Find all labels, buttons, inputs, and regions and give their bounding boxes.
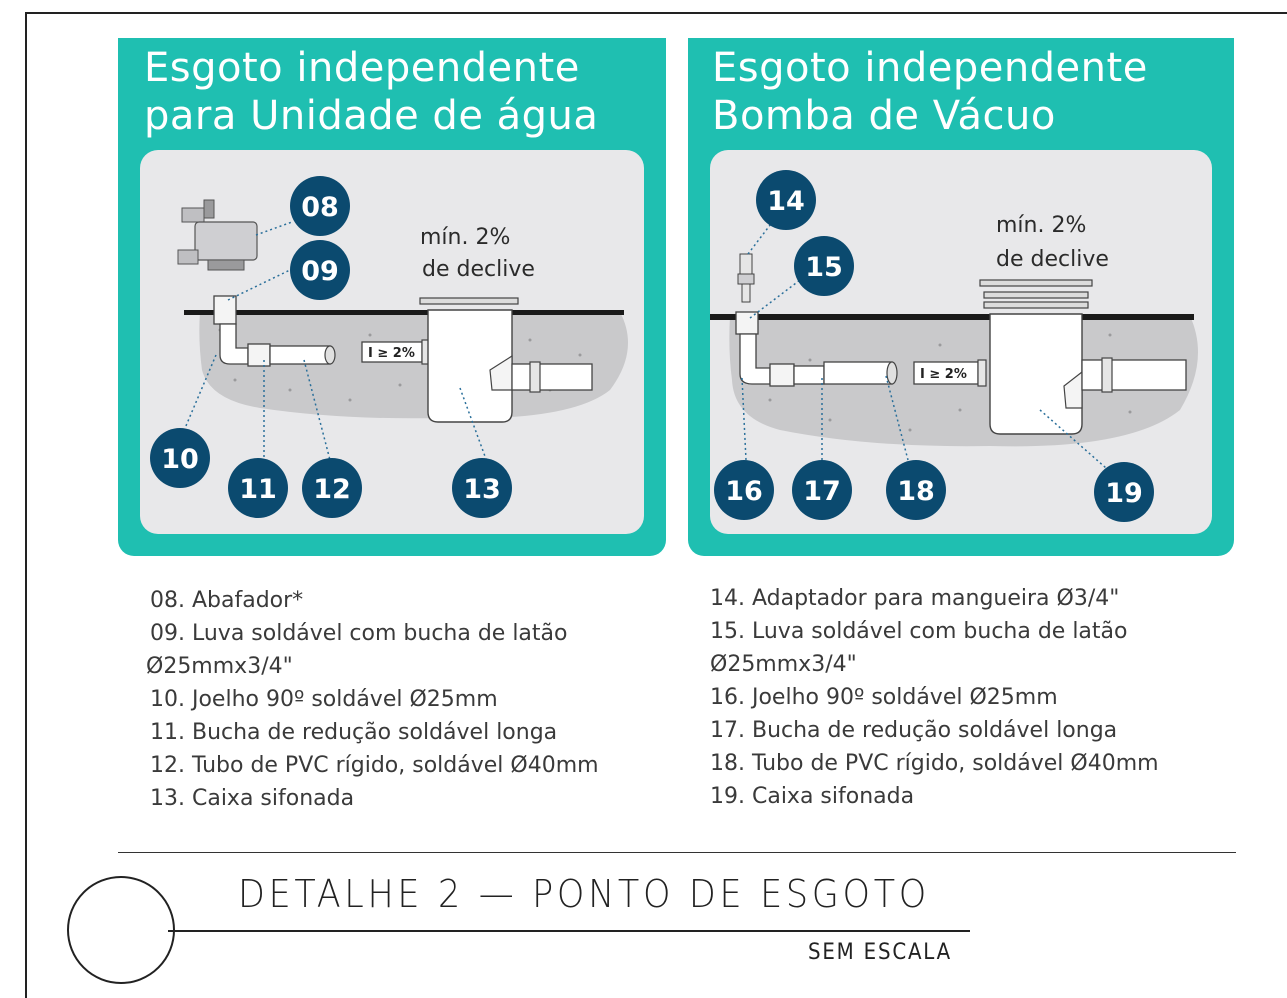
title-line-2: para Unidade de água bbox=[144, 93, 599, 139]
legend-item: 13. Caixa sifonada bbox=[150, 786, 355, 811]
svg-text:17: 17 bbox=[803, 476, 841, 507]
soil bbox=[199, 312, 629, 419]
badge-11: 11 bbox=[228, 458, 288, 518]
panel-water-unit: Esgoto independente para Unidade de água bbox=[118, 38, 666, 556]
legend-item: Ø25mmx3/4" bbox=[146, 654, 293, 679]
separator-line bbox=[118, 852, 1236, 853]
panel-title: Esgoto independente para Unidade de água bbox=[144, 44, 598, 140]
panel-title: Esgoto independente Bomba de Vácuo bbox=[712, 44, 1148, 140]
title-line-2: Bomba de Vácuo bbox=[712, 93, 1056, 139]
badge-19: 19 bbox=[1094, 462, 1154, 522]
legend-item: 10. Joelho 90º soldável Ø25mm bbox=[150, 687, 498, 712]
svg-text:09: 09 bbox=[301, 256, 339, 287]
title-line-1: Esgoto independente bbox=[712, 45, 1148, 91]
detail-reference-circle bbox=[67, 876, 175, 984]
svg-text:16: 16 bbox=[725, 476, 763, 507]
title-line-1: Esgoto independente bbox=[144, 45, 580, 91]
legend-item: Ø25mmx3/4" bbox=[710, 652, 857, 677]
badge-18: 18 bbox=[886, 460, 946, 520]
legend-item: 16. Joelho 90º soldável Ø25mm bbox=[710, 685, 1058, 710]
title-underline bbox=[168, 930, 970, 932]
svg-text:15: 15 bbox=[805, 252, 843, 283]
badge-08: 08 bbox=[290, 176, 350, 236]
svg-text:13: 13 bbox=[463, 474, 501, 505]
leader-lines bbox=[741, 211, 1107, 469]
legend-vacuum-pump: 14. Adaptador para mangueira Ø3/4" 15. L… bbox=[710, 582, 1159, 813]
badge-10: 10 bbox=[150, 428, 210, 488]
pipe-assembly: I ≥ 2% bbox=[213, 295, 431, 367]
badge-14: 14 bbox=[756, 170, 816, 230]
drawing-frame-left bbox=[25, 12, 27, 998]
slope-tag: I ≥ 2% bbox=[368, 346, 415, 361]
floor-line bbox=[710, 314, 1194, 320]
svg-text:08: 08 bbox=[301, 192, 339, 223]
slope-text-line-2: de declive bbox=[422, 257, 535, 282]
badge-12: 12 bbox=[302, 458, 362, 518]
floor-line bbox=[184, 310, 624, 315]
legend-item: 08. Abafador* bbox=[150, 588, 304, 613]
svg-text:18: 18 bbox=[897, 476, 935, 507]
installation-diagram: I ≥ 2% mín. 2% de declive bbox=[710, 150, 1212, 534]
slope-tag: I ≥ 2% bbox=[920, 367, 967, 382]
badge-16: 16 bbox=[714, 460, 774, 520]
svg-text:10: 10 bbox=[161, 444, 199, 475]
legend-item: 14. Adaptador para mangueira Ø3/4" bbox=[710, 586, 1120, 611]
badge-09: 09 bbox=[290, 240, 350, 300]
badge-13: 13 bbox=[452, 458, 512, 518]
svg-text:19: 19 bbox=[1105, 478, 1143, 509]
legend-item: 18. Tubo de PVC rígido, soldável Ø40mm bbox=[710, 751, 1159, 776]
detail-title: DETALHE 2 — PONTO DE ESGOTO bbox=[238, 872, 930, 916]
floor-drain-box bbox=[419, 297, 593, 423]
legend-item: 15. Luva soldável com bucha de latão bbox=[710, 619, 1128, 644]
legend-item: 19. Caixa sifonada bbox=[710, 784, 915, 809]
svg-text:11: 11 bbox=[239, 474, 277, 505]
svg-text:14: 14 bbox=[767, 186, 805, 217]
leader-lines bbox=[179, 221, 491, 471]
slope-text-line-1: mín. 2% bbox=[420, 225, 510, 250]
legend-item: 11. Bucha de redução soldável longa bbox=[150, 720, 558, 745]
scale-label: SEM ESCALA bbox=[808, 940, 952, 965]
slope-text-line-1: mín. 2% bbox=[996, 213, 1086, 238]
drawing-frame-top bbox=[25, 12, 1287, 14]
panel-vacuum-pump: Esgoto independente Bomba de Vácuo bbox=[688, 38, 1234, 556]
floor-drain-box bbox=[979, 279, 1187, 435]
badge-15: 15 bbox=[794, 236, 854, 296]
legend-water-unit: 08. Abafador* 09. Luva soldável com buch… bbox=[146, 584, 599, 815]
slope-text-line-2: de declive bbox=[996, 247, 1109, 272]
svg-text:12: 12 bbox=[313, 474, 351, 505]
legend-item: 09. Luva soldável com bucha de latão bbox=[150, 621, 568, 646]
legend-item: 17. Bucha de redução soldável longa bbox=[710, 718, 1118, 743]
installation-diagram: I ≥ 2% mín. 2% de declive bbox=[140, 150, 644, 534]
badge-17: 17 bbox=[792, 460, 852, 520]
legend-item: 12. Tubo de PVC rígido, soldável Ø40mm bbox=[150, 753, 599, 778]
pipe-assembly: I ≥ 2% bbox=[735, 253, 987, 387]
muffler-device bbox=[177, 199, 258, 271]
